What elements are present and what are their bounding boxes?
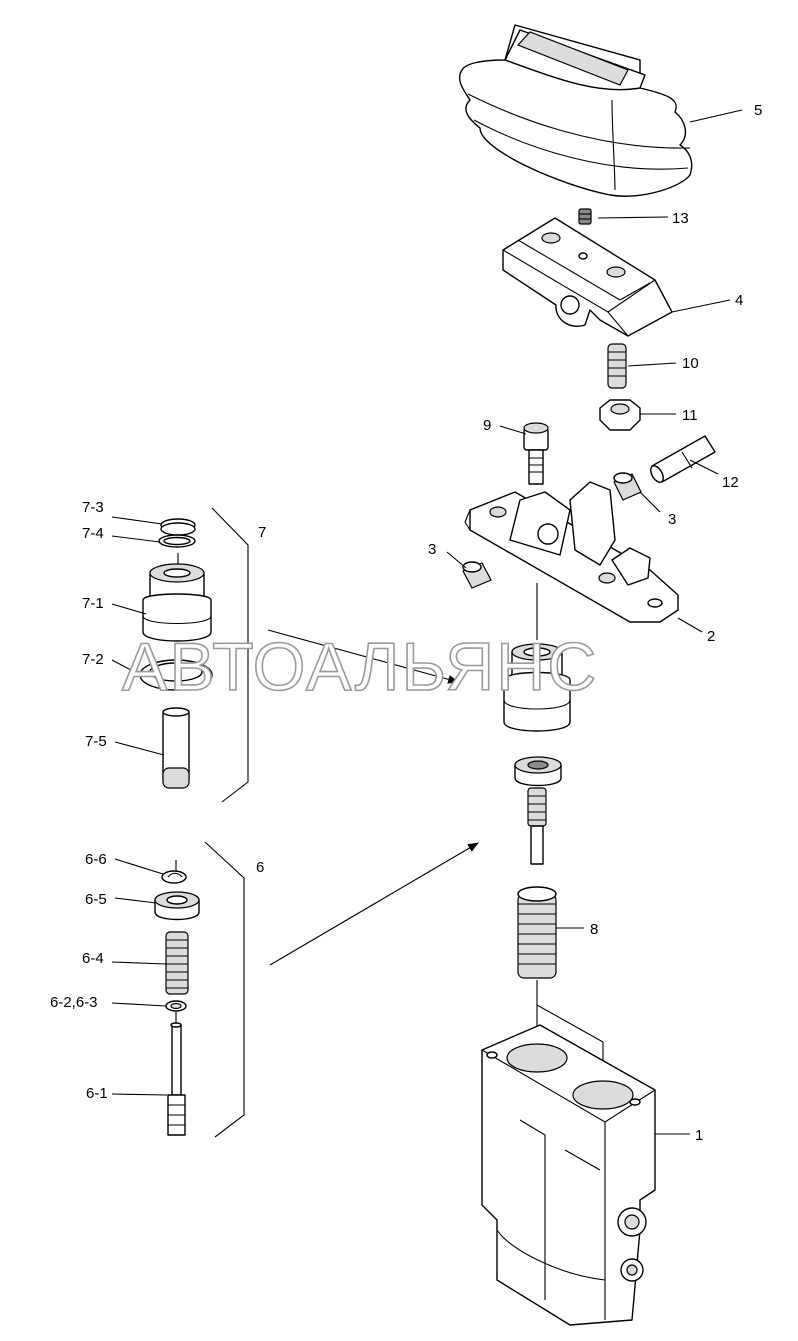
part-8-spring	[517, 886, 557, 979]
callout-6-1: 6-1	[86, 1085, 108, 1102]
watermark-text: АВТОАЛЬЯНС	[122, 629, 598, 705]
part-6-4-spring	[165, 931, 189, 995]
callout-6-6: 6-6	[85, 851, 107, 868]
callout-6-2-6-3: 6-2,6-3	[50, 994, 98, 1011]
callout-7-3: 7-3	[82, 499, 104, 516]
callout-4: 4	[735, 292, 743, 309]
part-9-cap-screw	[523, 422, 549, 485]
part-5-rubber-boot	[458, 24, 693, 197]
part-7-1-plug	[142, 563, 212, 642]
callout-5: 5	[754, 102, 762, 119]
part-11-nut	[599, 399, 641, 431]
callout-2: 2	[707, 628, 715, 645]
callout-7-2: 7-2	[82, 651, 104, 668]
group-6-bracket	[204, 841, 245, 1138]
upper-plunger-assembly	[503, 643, 571, 732]
arrow-group-7-to-assembly	[267, 629, 460, 684]
callout-12: 12	[722, 474, 739, 491]
part-3-bushing-left	[462, 561, 492, 589]
part-13-set-screw	[578, 208, 592, 225]
arrow-group-6-to-assembly	[269, 842, 479, 966]
callout-3-left: 3	[428, 541, 436, 558]
part-4-lever-bracket	[502, 217, 673, 337]
part-3-bushing-right	[613, 472, 642, 501]
callout-7-4: 7-4	[82, 525, 104, 542]
callout-7-1: 7-1	[82, 595, 104, 612]
callout-3-right: 3	[668, 511, 676, 528]
callout-13: 13	[672, 210, 689, 227]
callout-6: 6	[256, 859, 264, 876]
callout-7: 7	[258, 524, 266, 541]
part-10-stud	[607, 343, 627, 389]
group-7-bracket	[211, 507, 249, 803]
callout-7-5: 7-5	[85, 733, 107, 750]
part-2-base-plate	[464, 481, 679, 623]
part-6-6-clip	[161, 870, 187, 884]
part-12-pin	[650, 435, 716, 483]
part-6-1-stem	[167, 1022, 186, 1136]
callout-11: 11	[682, 407, 698, 424]
callout-1: 1	[695, 1127, 703, 1144]
part-6-2-6-3-washer	[165, 1000, 187, 1012]
part-7-3-ring	[160, 518, 196, 536]
part-1-valve-body	[481, 1024, 656, 1326]
callout-8: 8	[590, 921, 598, 938]
lower-piston-assembly	[514, 756, 562, 865]
callout-6-5: 6-5	[85, 891, 107, 908]
callout-9: 9	[483, 417, 491, 434]
part-7-5-sleeve	[162, 707, 190, 789]
part-6-5-retainer	[154, 891, 200, 921]
callout-6-4: 6-4	[82, 950, 104, 967]
callout-10: 10	[682, 355, 699, 372]
part-7-4-ring	[158, 534, 196, 548]
leader-lines	[111, 109, 743, 1135]
